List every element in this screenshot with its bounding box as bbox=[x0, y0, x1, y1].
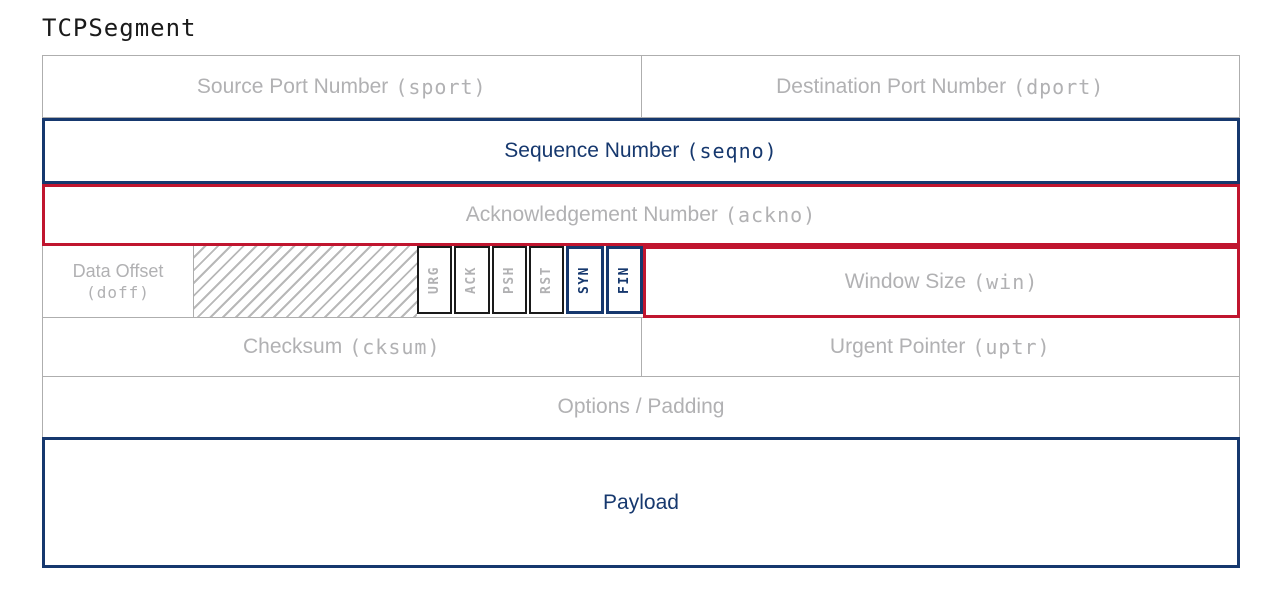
diagram-title: TCPSegment bbox=[42, 14, 197, 42]
reserved-bits-hatched-area bbox=[193, 246, 417, 318]
row-ports: Source Port Number (sport) Destination P… bbox=[42, 55, 1240, 118]
urgent-pointer-code: (uptr) bbox=[972, 335, 1051, 359]
field-data-offset: Data Offset (doff) bbox=[42, 246, 193, 318]
checksum-label: Checksum bbox=[243, 335, 343, 358]
row-checksum-urgent: Checksum (cksum) Urgent Pointer (uptr) bbox=[42, 318, 1240, 377]
destination-port-label: Destination Port Number bbox=[776, 74, 1007, 98]
flag-psh: PSH bbox=[491, 246, 527, 314]
flag-syn-label: SYN bbox=[577, 266, 593, 294]
flag-fin-label: FIN bbox=[616, 266, 632, 294]
window-size-code: (win) bbox=[973, 270, 1039, 294]
sequence-number-label: Sequence Number bbox=[504, 139, 680, 162]
data-offset-code: (doff) bbox=[86, 282, 150, 302]
flag-urg-label: URG bbox=[427, 266, 443, 294]
flag-psh-label: PSH bbox=[501, 266, 517, 294]
field-window-size: Window Size (win) bbox=[643, 246, 1240, 318]
flag-rst-label: RST bbox=[539, 266, 555, 294]
payload-label: Payload bbox=[603, 490, 679, 514]
destination-port-code: (dport) bbox=[1013, 74, 1105, 99]
field-checksum: Checksum (cksum) bbox=[43, 318, 642, 376]
field-sequence-number: Sequence Number (seqno) bbox=[42, 118, 1240, 184]
acknowledgement-number-label: Acknowledgement Number bbox=[465, 203, 718, 226]
urgent-pointer-label: Urgent Pointer bbox=[829, 335, 966, 358]
flag-ack: ACK bbox=[454, 246, 490, 314]
data-offset-label: Data Offset bbox=[72, 261, 164, 282]
options-padding-label: Options / Padding bbox=[557, 395, 725, 418]
flag-syn: SYN bbox=[566, 246, 604, 314]
field-payload: Payload bbox=[42, 437, 1240, 568]
flag-fin: FIN bbox=[605, 246, 643, 314]
field-source-port: Source Port Number (sport) bbox=[43, 56, 642, 117]
sequence-number-code: (seqno) bbox=[686, 139, 778, 163]
source-port-label: Source Port Number bbox=[196, 74, 389, 98]
row-offset-flags-window: Data Offset (doff) URG ACK PSH RST SYN F… bbox=[42, 246, 1240, 318]
window-size-label: Window Size bbox=[844, 270, 967, 293]
field-destination-port: Destination Port Number (dport) bbox=[642, 56, 1240, 117]
field-acknowledgement-number: Acknowledgement Number (ackno) bbox=[42, 184, 1240, 246]
flag-ack-label: ACK bbox=[464, 266, 480, 294]
flag-rst: RST bbox=[528, 246, 565, 314]
field-urgent-pointer: Urgent Pointer (uptr) bbox=[642, 318, 1240, 376]
acknowledgement-number-code: (ackno) bbox=[724, 203, 817, 227]
tcp-segment-diagram: Source Port Number (sport) Destination P… bbox=[42, 55, 1240, 568]
source-port-code: (sport) bbox=[395, 74, 487, 99]
checksum-code: (cksum) bbox=[349, 335, 441, 359]
field-options-padding: Options / Padding bbox=[42, 377, 1240, 437]
flag-urg: URG bbox=[417, 246, 453, 314]
flag-bits-group: URG ACK PSH RST SYN FIN bbox=[417, 246, 643, 318]
